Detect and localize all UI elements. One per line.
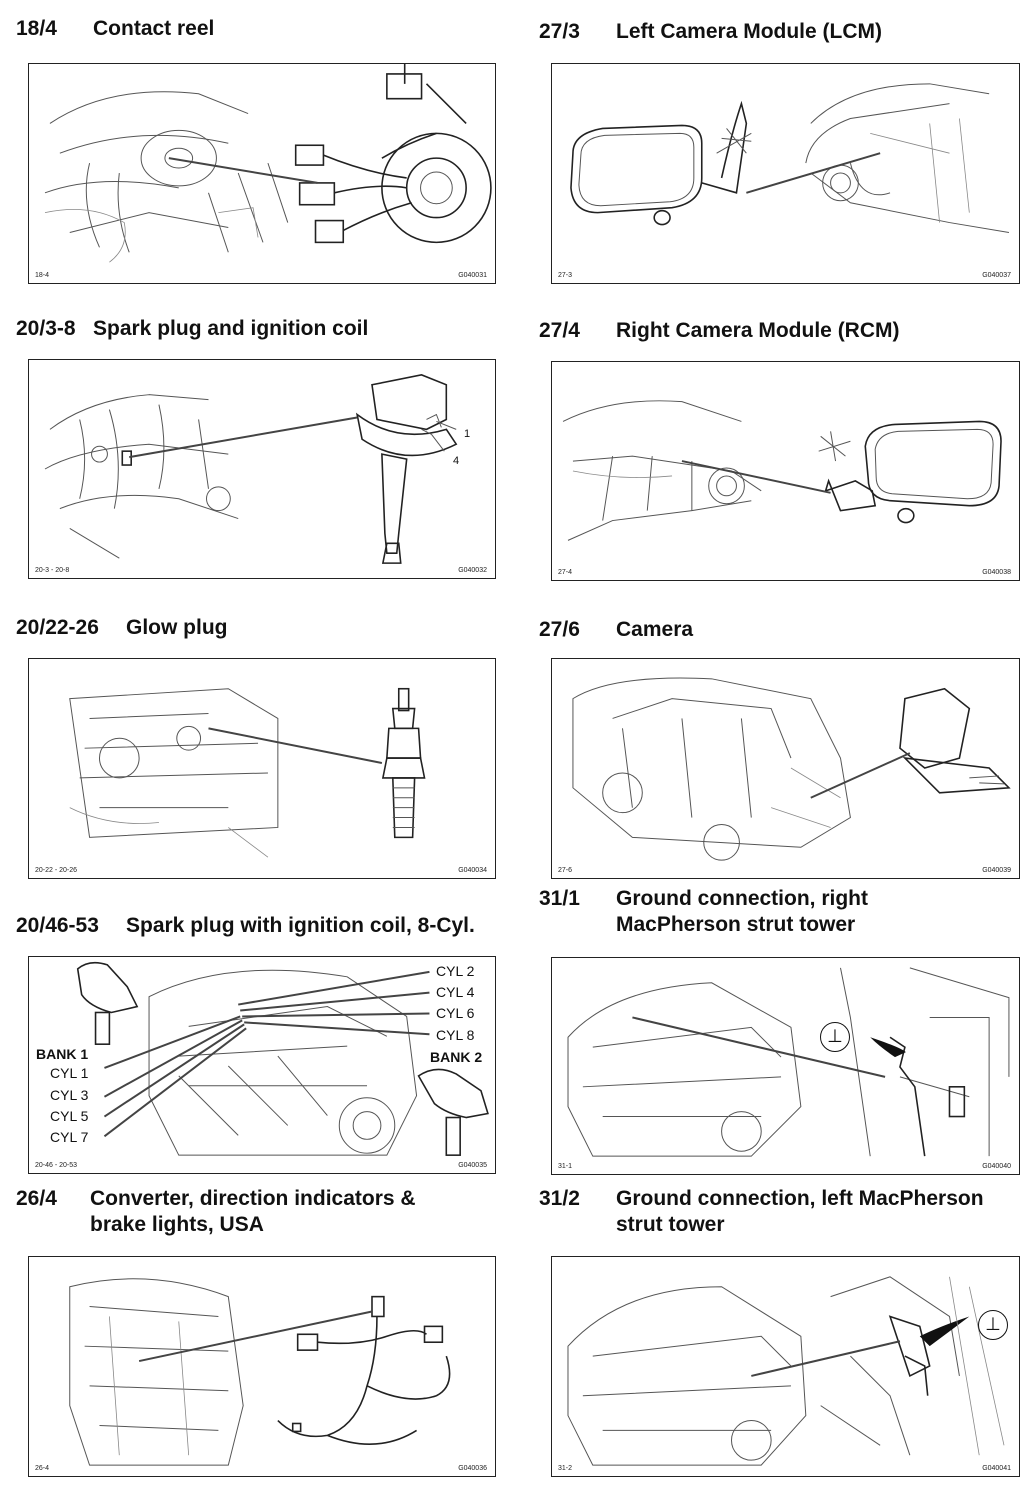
section-code: 27/4 bbox=[539, 319, 580, 342]
figure-ref: 20-3 - 20-8 bbox=[35, 567, 70, 574]
ground-symbol-icon: ⊥ bbox=[978, 1310, 1008, 1340]
ground-left-illustration bbox=[567, 1276, 1005, 1466]
figure-ref: 31-1 bbox=[558, 1163, 573, 1170]
heading-line-2: MacPherson strut tower bbox=[616, 913, 856, 936]
section-heading: Camera bbox=[616, 618, 694, 641]
figure-spark-plug-ignition-coil: 1 4 20-3 - 20-8 G040032 bbox=[28, 359, 496, 579]
figure-id: G040035 bbox=[458, 1162, 487, 1169]
glow-plug-illustration bbox=[69, 687, 426, 858]
figure-id: G040031 bbox=[458, 272, 487, 279]
section-title-20-46-53: 20/46-53 Spark plug with ignition coil, 8… bbox=[16, 913, 475, 939]
section-code: 27/3 bbox=[539, 20, 580, 43]
section-title-20-3-8: 20/3-8 Spark plug and ignition coil bbox=[16, 316, 368, 342]
section-title-27-4: 27/4 Right Camera Module (RCM) bbox=[539, 318, 900, 344]
section-title-26-4: 26/4 Converter, direction indicators & bra… bbox=[16, 1186, 416, 1238]
figure-id: G040041 bbox=[982, 1465, 1011, 1472]
figure-ground-right-strut: ⊥ 31-1 G040040 bbox=[551, 957, 1020, 1175]
section-code: 27/6 bbox=[539, 618, 580, 641]
figure-8-cyl-ignition: CYL 2 CYL 4 CYL 6 CYL 8 BANK 1 CYL 1 CYL… bbox=[28, 956, 496, 1174]
heading-line-1: Ground connection, left MacPherson bbox=[616, 1187, 984, 1210]
section-heading: Right Camera Module (RCM) bbox=[616, 319, 900, 342]
label-cyl-1: CYL 1 bbox=[50, 1065, 89, 1081]
label-cyl-3: CYL 3 bbox=[50, 1087, 89, 1103]
figure-converter: 26-4 G040036 bbox=[28, 1256, 496, 1477]
converter-illustration bbox=[69, 1278, 451, 1466]
section-heading: Contact reel bbox=[93, 17, 215, 40]
label-cyl-6: CYL 6 bbox=[436, 1005, 475, 1021]
section-heading: Glow plug bbox=[126, 616, 228, 639]
figure-contact-reel: 18-4 G040031 bbox=[28, 63, 496, 284]
figure-ref: 31-2 bbox=[558, 1465, 573, 1472]
ground-symbol-icon: ⊥ bbox=[820, 1022, 850, 1052]
section-heading: Ground connection, left MacPherson strut … bbox=[616, 1186, 984, 1238]
label-bank-2: BANK 2 bbox=[430, 1049, 483, 1065]
label-cyl-2: CYL 2 bbox=[436, 963, 475, 979]
figure-left-camera-module: 27-3 G040037 bbox=[551, 63, 1020, 284]
section-title-31-2: 31/2 Ground connection, left MacPherson st… bbox=[539, 1186, 984, 1238]
camera-illustration bbox=[572, 677, 1011, 861]
figure-id: G040032 bbox=[458, 567, 487, 574]
spark-plug-illustration bbox=[44, 374, 458, 564]
figure-ground-left-strut: ⊥ 31-2 G040041 bbox=[551, 1256, 1020, 1477]
8-cyl-illustration bbox=[76, 961, 489, 1156]
label-cyl-8: CYL 8 bbox=[436, 1027, 475, 1043]
section-heading: Converter, direction indicators & brake l… bbox=[90, 1186, 416, 1238]
section-code: 18/4 bbox=[16, 17, 57, 40]
callout-1: 1 bbox=[464, 428, 471, 440]
section-heading: Spark plug with ignition coil, 8-Cyl. bbox=[126, 914, 475, 937]
section-code: 26/4 bbox=[16, 1187, 57, 1210]
section-title-27-3: 27/3 Left Camera Module (LCM) bbox=[539, 19, 882, 45]
figure-id: G040036 bbox=[458, 1465, 487, 1472]
figure-ref: 26-4 bbox=[35, 1465, 50, 1472]
lcm-illustration bbox=[570, 83, 1010, 233]
section-code: 31/1 bbox=[539, 887, 580, 910]
section-heading: Spark plug and ignition coil bbox=[93, 317, 369, 340]
heading-line-2: brake lights, USA bbox=[90, 1213, 264, 1236]
figure-glow-plug: 20-22 - 20-26 G040034 bbox=[28, 658, 496, 879]
figure-id: G040037 bbox=[982, 272, 1011, 279]
section-title-27-6: 27/6 Camera bbox=[539, 617, 693, 643]
section-code: 20/46-53 bbox=[16, 914, 99, 937]
figure-right-camera-module: 27-4 G040038 bbox=[551, 361, 1020, 581]
label-cyl-4: CYL 4 bbox=[436, 984, 475, 1000]
figure-ref: 20-46 - 20-53 bbox=[35, 1162, 78, 1169]
section-heading: Left Camera Module (LCM) bbox=[616, 20, 883, 43]
heading-line-1: Converter, direction indicators & bbox=[90, 1187, 416, 1210]
ground-right-illustration bbox=[567, 967, 1010, 1157]
figure-ref: 27-3 bbox=[558, 272, 573, 279]
section-title-20-22-26: 20/22-26 Glow plug bbox=[16, 615, 227, 641]
figure-id: G040039 bbox=[982, 867, 1011, 874]
figure-id: G040034 bbox=[458, 867, 487, 874]
figure-ref: 27-6 bbox=[558, 867, 573, 874]
figure-camera: 27-6 G040039 bbox=[551, 658, 1020, 879]
section-code: 20/3-8 bbox=[16, 317, 76, 340]
label-cyl-7: CYL 7 bbox=[50, 1129, 89, 1145]
figure-ref: 18-4 bbox=[35, 272, 50, 279]
callout-4: 4 bbox=[453, 455, 460, 467]
heading-line-1: Ground connection, right bbox=[616, 887, 868, 910]
heading-line-2: strut tower bbox=[616, 1213, 725, 1236]
section-code: 31/2 bbox=[539, 1187, 580, 1210]
figure-id: G040038 bbox=[982, 569, 1011, 576]
figure-ref: 27-4 bbox=[558, 569, 573, 576]
figure-id: G040040 bbox=[982, 1163, 1011, 1170]
section-code: 20/22-26 bbox=[16, 616, 99, 639]
label-bank-1: BANK 1 bbox=[36, 1046, 89, 1062]
section-title-18-4: 18/4 Contact reel bbox=[16, 16, 214, 42]
figure-ref: 20-22 - 20-26 bbox=[35, 867, 78, 874]
rcm-illustration bbox=[562, 400, 1002, 541]
contact-reel-illustration bbox=[44, 64, 492, 263]
label-cyl-5: CYL 5 bbox=[50, 1108, 89, 1124]
